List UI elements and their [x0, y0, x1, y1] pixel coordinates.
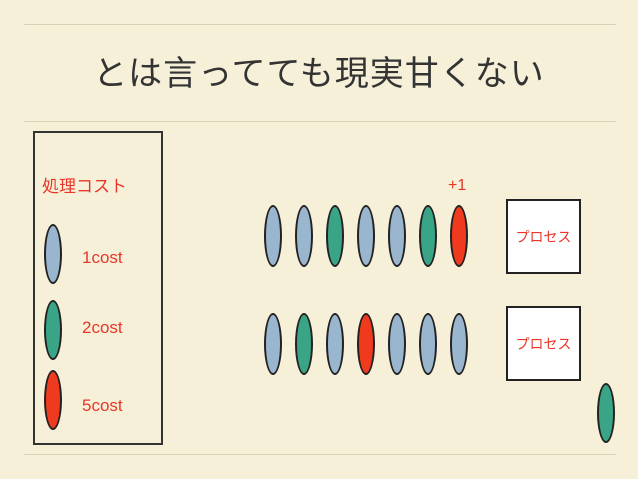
process-box-1: プロセス: [506, 199, 581, 274]
cost2-oval: [44, 300, 62, 360]
cost5-label: 5cost: [82, 396, 123, 415]
queue-1-token-1cost: [357, 205, 375, 267]
bottom-divider: [24, 454, 616, 455]
queue-2-token-5cost: [357, 313, 375, 375]
queue-1-token-2cost: [326, 205, 344, 267]
queue-2-token-1cost: [388, 313, 406, 375]
queue-1-token-5cost: [450, 205, 468, 267]
cost1-oval: [44, 224, 62, 284]
queue-1-token-1cost: [295, 205, 313, 267]
legend-panel: [33, 131, 163, 445]
slide-title: とは言ってても現実甘くない: [93, 54, 545, 94]
queue-2-token-1cost: [326, 313, 344, 375]
cost2-label: 2cost: [82, 318, 123, 337]
queue-1-token-1cost: [388, 205, 406, 267]
queue-1-token-2cost: [419, 205, 437, 267]
legend-title: 処理コスト: [42, 177, 127, 197]
queue-2-token-1cost: [264, 313, 282, 375]
queue-2-token-1cost: [450, 313, 468, 375]
title-divider: [24, 121, 616, 122]
increment-label: +1: [448, 177, 467, 194]
queue-1-token-1cost: [264, 205, 282, 267]
queue-2-token-1cost: [419, 313, 437, 375]
queue-2-token-2cost: [295, 313, 313, 375]
incoming-token-oval: [597, 383, 615, 443]
process-box-2: プロセス: [506, 306, 581, 381]
cost1-label: 1cost: [82, 248, 123, 267]
cost5-oval: [44, 370, 62, 430]
top-divider: [24, 24, 616, 25]
